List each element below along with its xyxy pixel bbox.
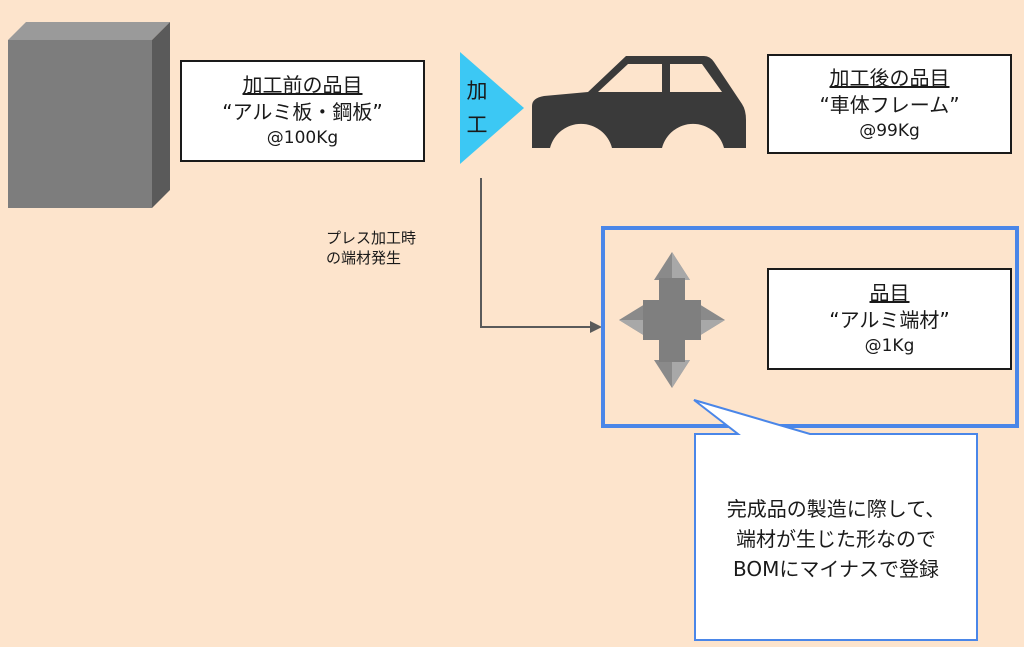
scrap-weight: @1Kg bbox=[864, 336, 915, 356]
callout-text: 完成品の製造に際して、 端材が生じた形なので BOMにマイナスで登録 bbox=[694, 494, 978, 584]
scrap-note-line2: の端材発生 bbox=[326, 249, 402, 267]
finished-product-name: “車体フレーム” bbox=[819, 93, 960, 117]
raw-material-weight: @100Kg bbox=[266, 128, 339, 148]
process-label: 加工 bbox=[466, 79, 488, 137]
finished-product-weight: @99Kg bbox=[859, 121, 920, 141]
callout-line3: BOMにマイナスで登録 bbox=[733, 557, 939, 581]
scrap-label: 品目 “アルミ端材” @1Kg bbox=[767, 268, 1012, 370]
raw-material-title: 加工前の品目 bbox=[242, 73, 363, 97]
car-body-icon bbox=[532, 56, 746, 148]
scrap-note-line1: プレス加工時 bbox=[326, 229, 417, 247]
callout-bubble bbox=[693, 399, 978, 641]
finished-product-label: 加工後の品目 “車体フレーム” @99Kg bbox=[767, 54, 1012, 154]
scrap-frame bbox=[601, 226, 1019, 428]
metal-block-icon bbox=[8, 22, 170, 208]
callout-line2: 端材が生じた形なので bbox=[736, 527, 936, 551]
scrap-name: “アルミ端材” bbox=[829, 308, 950, 332]
finished-product-title: 加工後の品目 bbox=[829, 66, 950, 90]
four-way-arrow-icon bbox=[619, 252, 725, 388]
process-arrow-icon bbox=[460, 52, 524, 164]
callout-line1: 完成品の製造に際して、 bbox=[726, 497, 946, 521]
raw-material-label: 加工前の品目 “アルミ板・鋼板” @100Kg bbox=[180, 60, 425, 162]
scrap-connector-arrow bbox=[480, 178, 602, 333]
scrap-title: 品目 bbox=[869, 281, 910, 305]
raw-material-name: “アルミ板・鋼板” bbox=[222, 100, 383, 124]
scrap-note: プレス加工時 の端材発生 bbox=[326, 228, 416, 268]
